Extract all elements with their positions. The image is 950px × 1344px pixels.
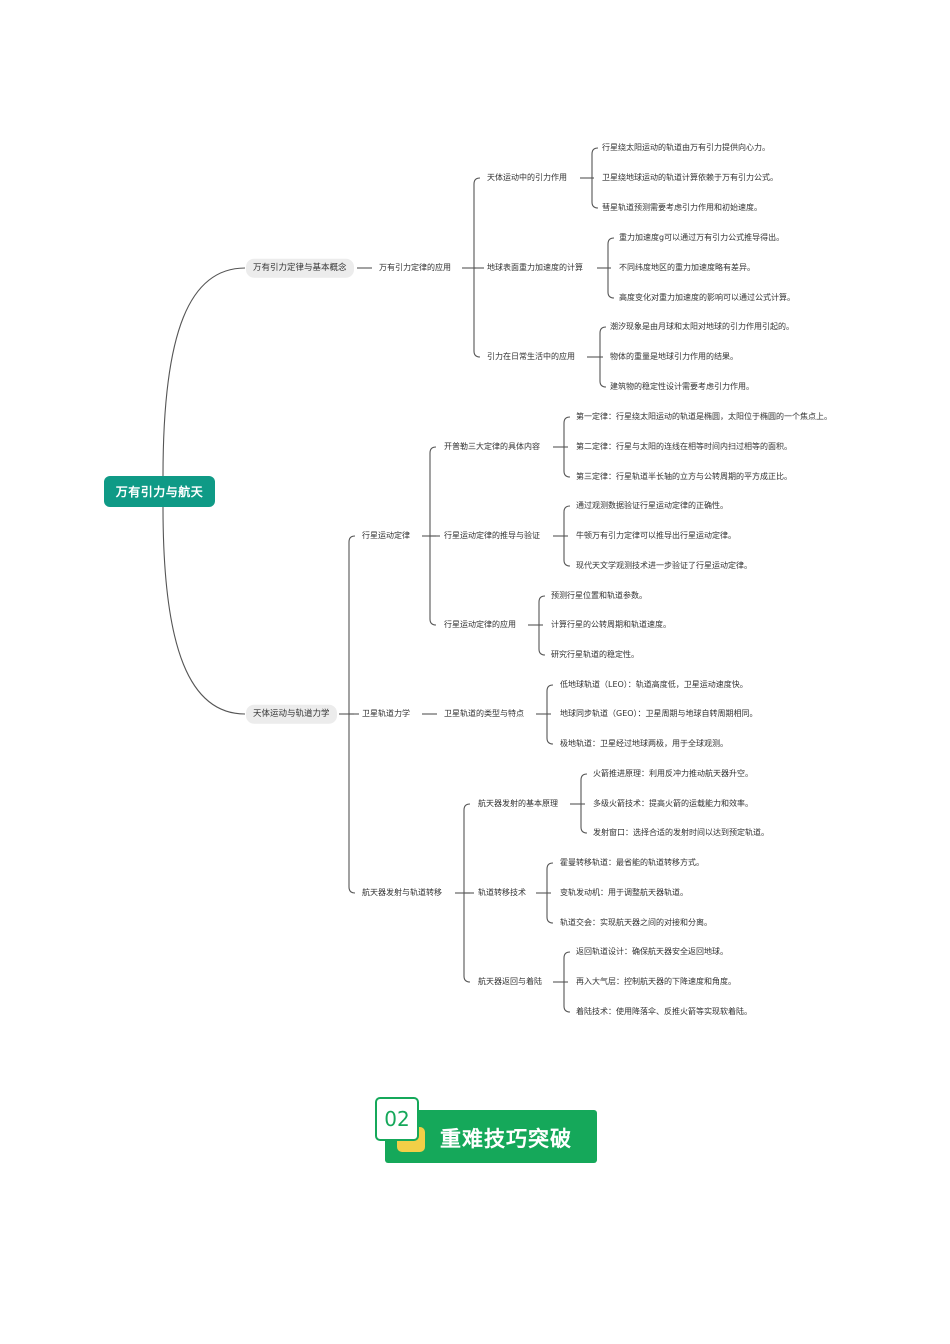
leaf-node: 行星绕太阳运动的轨道由万有引力提供向心力。: [602, 143, 770, 152]
leaf-node: 高度变化对重力加速度的影响可以通过公式计算。: [619, 293, 795, 302]
node-launch-principles[interactable]: 航天器发射的基本原理: [478, 799, 558, 808]
leaf-node: 多级火箭技术：提高火箭的运载能力和效率。: [593, 799, 753, 808]
node-gravitation-applications[interactable]: 万有引力定律的应用: [379, 263, 451, 272]
leaf-node: 发射窗口：选择合适的发射时间以达到预定轨道。: [593, 828, 769, 837]
branch-orbital-mechanics[interactable]: 天体运动与轨道力学: [246, 704, 337, 724]
node-reentry-landing[interactable]: 航天器返回与着陆: [478, 977, 542, 986]
leaf-node: 计算行星的公转周期和轨道速度。: [551, 620, 671, 629]
leaf-node: 卫星绕地球运动的轨道计算依赖于万有引力公式。: [602, 173, 778, 182]
node-planetary-laws[interactable]: 行星运动定律: [362, 531, 410, 540]
leaf-node: 地球同步轨道（GEO）：卫星周期与地球自转周期相同。: [560, 709, 758, 718]
leaf-node: 轨道交会：实现航天器之间的对接和分离。: [560, 918, 712, 927]
node-celestial-gravity[interactable]: 天体运动中的引力作用: [487, 173, 567, 182]
leaf-node: 彗星轨道预测需要考虑引力作用和初始速度。: [602, 203, 762, 212]
leaf-node: 返回轨道设计：确保航天器安全返回地球。: [576, 947, 728, 956]
leaf-node: 霍曼转移轨道：最省能的轨道转移方式。: [560, 858, 704, 867]
leaf-node: 着陆技术：使用降落伞、反推火箭等实现软着陆。: [576, 1007, 752, 1016]
leaf-node: 牛顿万有引力定律可以推导出行星运动定律。: [576, 531, 736, 540]
section-title: 重难技巧突破: [440, 1127, 572, 1151]
leaf-node: 重力加速度g可以通过万有引力公式推导得出。: [619, 233, 785, 242]
leaf-node: 变轨发动机：用于调整航天器轨道。: [560, 888, 688, 897]
leaf-node: 第一定律：行星绕太阳运动的轨道是椭圆，太阳位于椭圆的一个焦点上。: [576, 412, 832, 421]
node-orbit-types[interactable]: 卫星轨道的类型与特点: [444, 709, 524, 718]
leaf-node: 再入大气层：控制航天器的下降速度和角度。: [576, 977, 736, 986]
leaf-node: 火箭推进原理：利用反冲力推动航天器升空。: [593, 769, 753, 778]
branch-gravitation-basics[interactable]: 万有引力定律与基本概念: [246, 258, 354, 278]
leaf-node: 预测行星位置和轨道参数。: [551, 591, 647, 600]
leaf-node: 第二定律：行星与太阳的连线在相等时间内扫过相等的面积。: [576, 442, 792, 451]
mindmap-root[interactable]: 万有引力与航天: [104, 476, 215, 507]
section-number: 02: [375, 1097, 419, 1141]
leaf-node: 通过观测数据验证行星运动定律的正确性。: [576, 501, 728, 510]
node-law-derivation[interactable]: 行星运动定律的推导与验证: [444, 531, 540, 540]
leaf-node: 研究行星轨道的稳定性。: [551, 650, 639, 659]
node-daily-gravity[interactable]: 引力在日常生活中的应用: [487, 352, 575, 361]
leaf-node: 物体的重量是地球引力作用的结果。: [610, 352, 738, 361]
node-launch-transfer[interactable]: 航天器发射与轨道转移: [362, 888, 442, 897]
leaf-node: 第三定律：行星轨道半长轴的立方与公转周期的平方成正比。: [576, 472, 792, 481]
node-orbit-transfer[interactable]: 轨道转移技术: [478, 888, 526, 897]
node-surface-gravity[interactable]: 地球表面重力加速度的计算: [487, 263, 583, 272]
leaf-node: 潮汐现象是由月球和太阳对地球的引力作用引起的。: [610, 322, 794, 331]
leaf-node: 不同纬度地区的重力加速度略有差异。: [619, 263, 755, 272]
leaf-node: 建筑物的稳定性设计需要考虑引力作用。: [610, 382, 754, 391]
node-kepler-laws[interactable]: 开普勒三大定律的具体内容: [444, 442, 540, 451]
node-satellite-mechanics[interactable]: 卫星轨道力学: [362, 709, 410, 718]
leaf-node: 低地球轨道（LEO）：轨道高度低，卫星运动速度快。: [560, 680, 748, 689]
leaf-node: 极地轨道：卫星经过地球两极，用于全球观测。: [560, 739, 728, 748]
node-law-applications[interactable]: 行星运动定律的应用: [444, 620, 516, 629]
leaf-node: 现代天文学观测技术进一步验证了行星运动定律。: [576, 561, 752, 570]
